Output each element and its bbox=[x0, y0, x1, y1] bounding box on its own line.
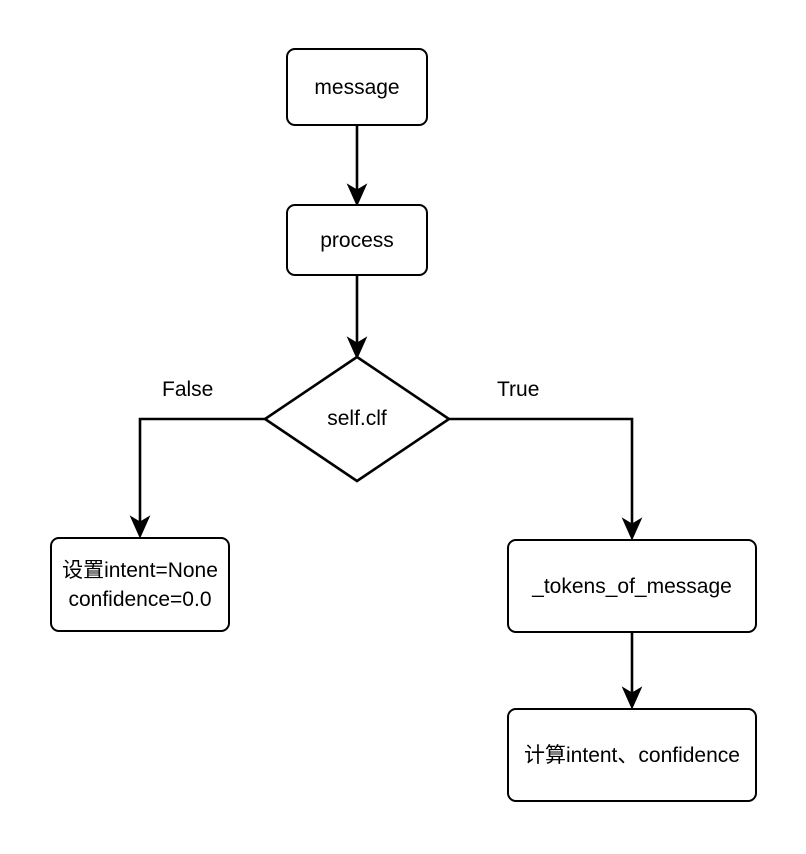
edge-label-false: False bbox=[162, 378, 214, 401]
node-process[interactable]: process bbox=[286, 204, 428, 276]
node-process-label: process bbox=[320, 228, 394, 252]
node-set-intent-none[interactable]: 设置intent=None confidence=0.0 bbox=[50, 537, 230, 632]
node-message-label: message bbox=[314, 75, 400, 99]
node-compute-intent-confidence[interactable]: 计算intent、confidence bbox=[507, 708, 757, 802]
edge-label-true: True bbox=[497, 378, 540, 401]
self-clf-diamond-shape[interactable] bbox=[262, 355, 452, 483]
edge-self-clf-true bbox=[449, 417, 643, 541]
node-message[interactable]: message bbox=[286, 48, 428, 126]
node-compute-intent-confidence-label: 计算intent、confidence bbox=[524, 743, 740, 767]
edge-self-clf-false bbox=[129, 417, 265, 539]
node-tokens-of-message-label: _tokens_of_message bbox=[532, 574, 732, 598]
node-set-intent-none-label: 设置intent=None confidence=0.0 bbox=[62, 558, 218, 611]
node-tokens-of-message[interactable]: _tokens_of_message bbox=[507, 539, 757, 633]
